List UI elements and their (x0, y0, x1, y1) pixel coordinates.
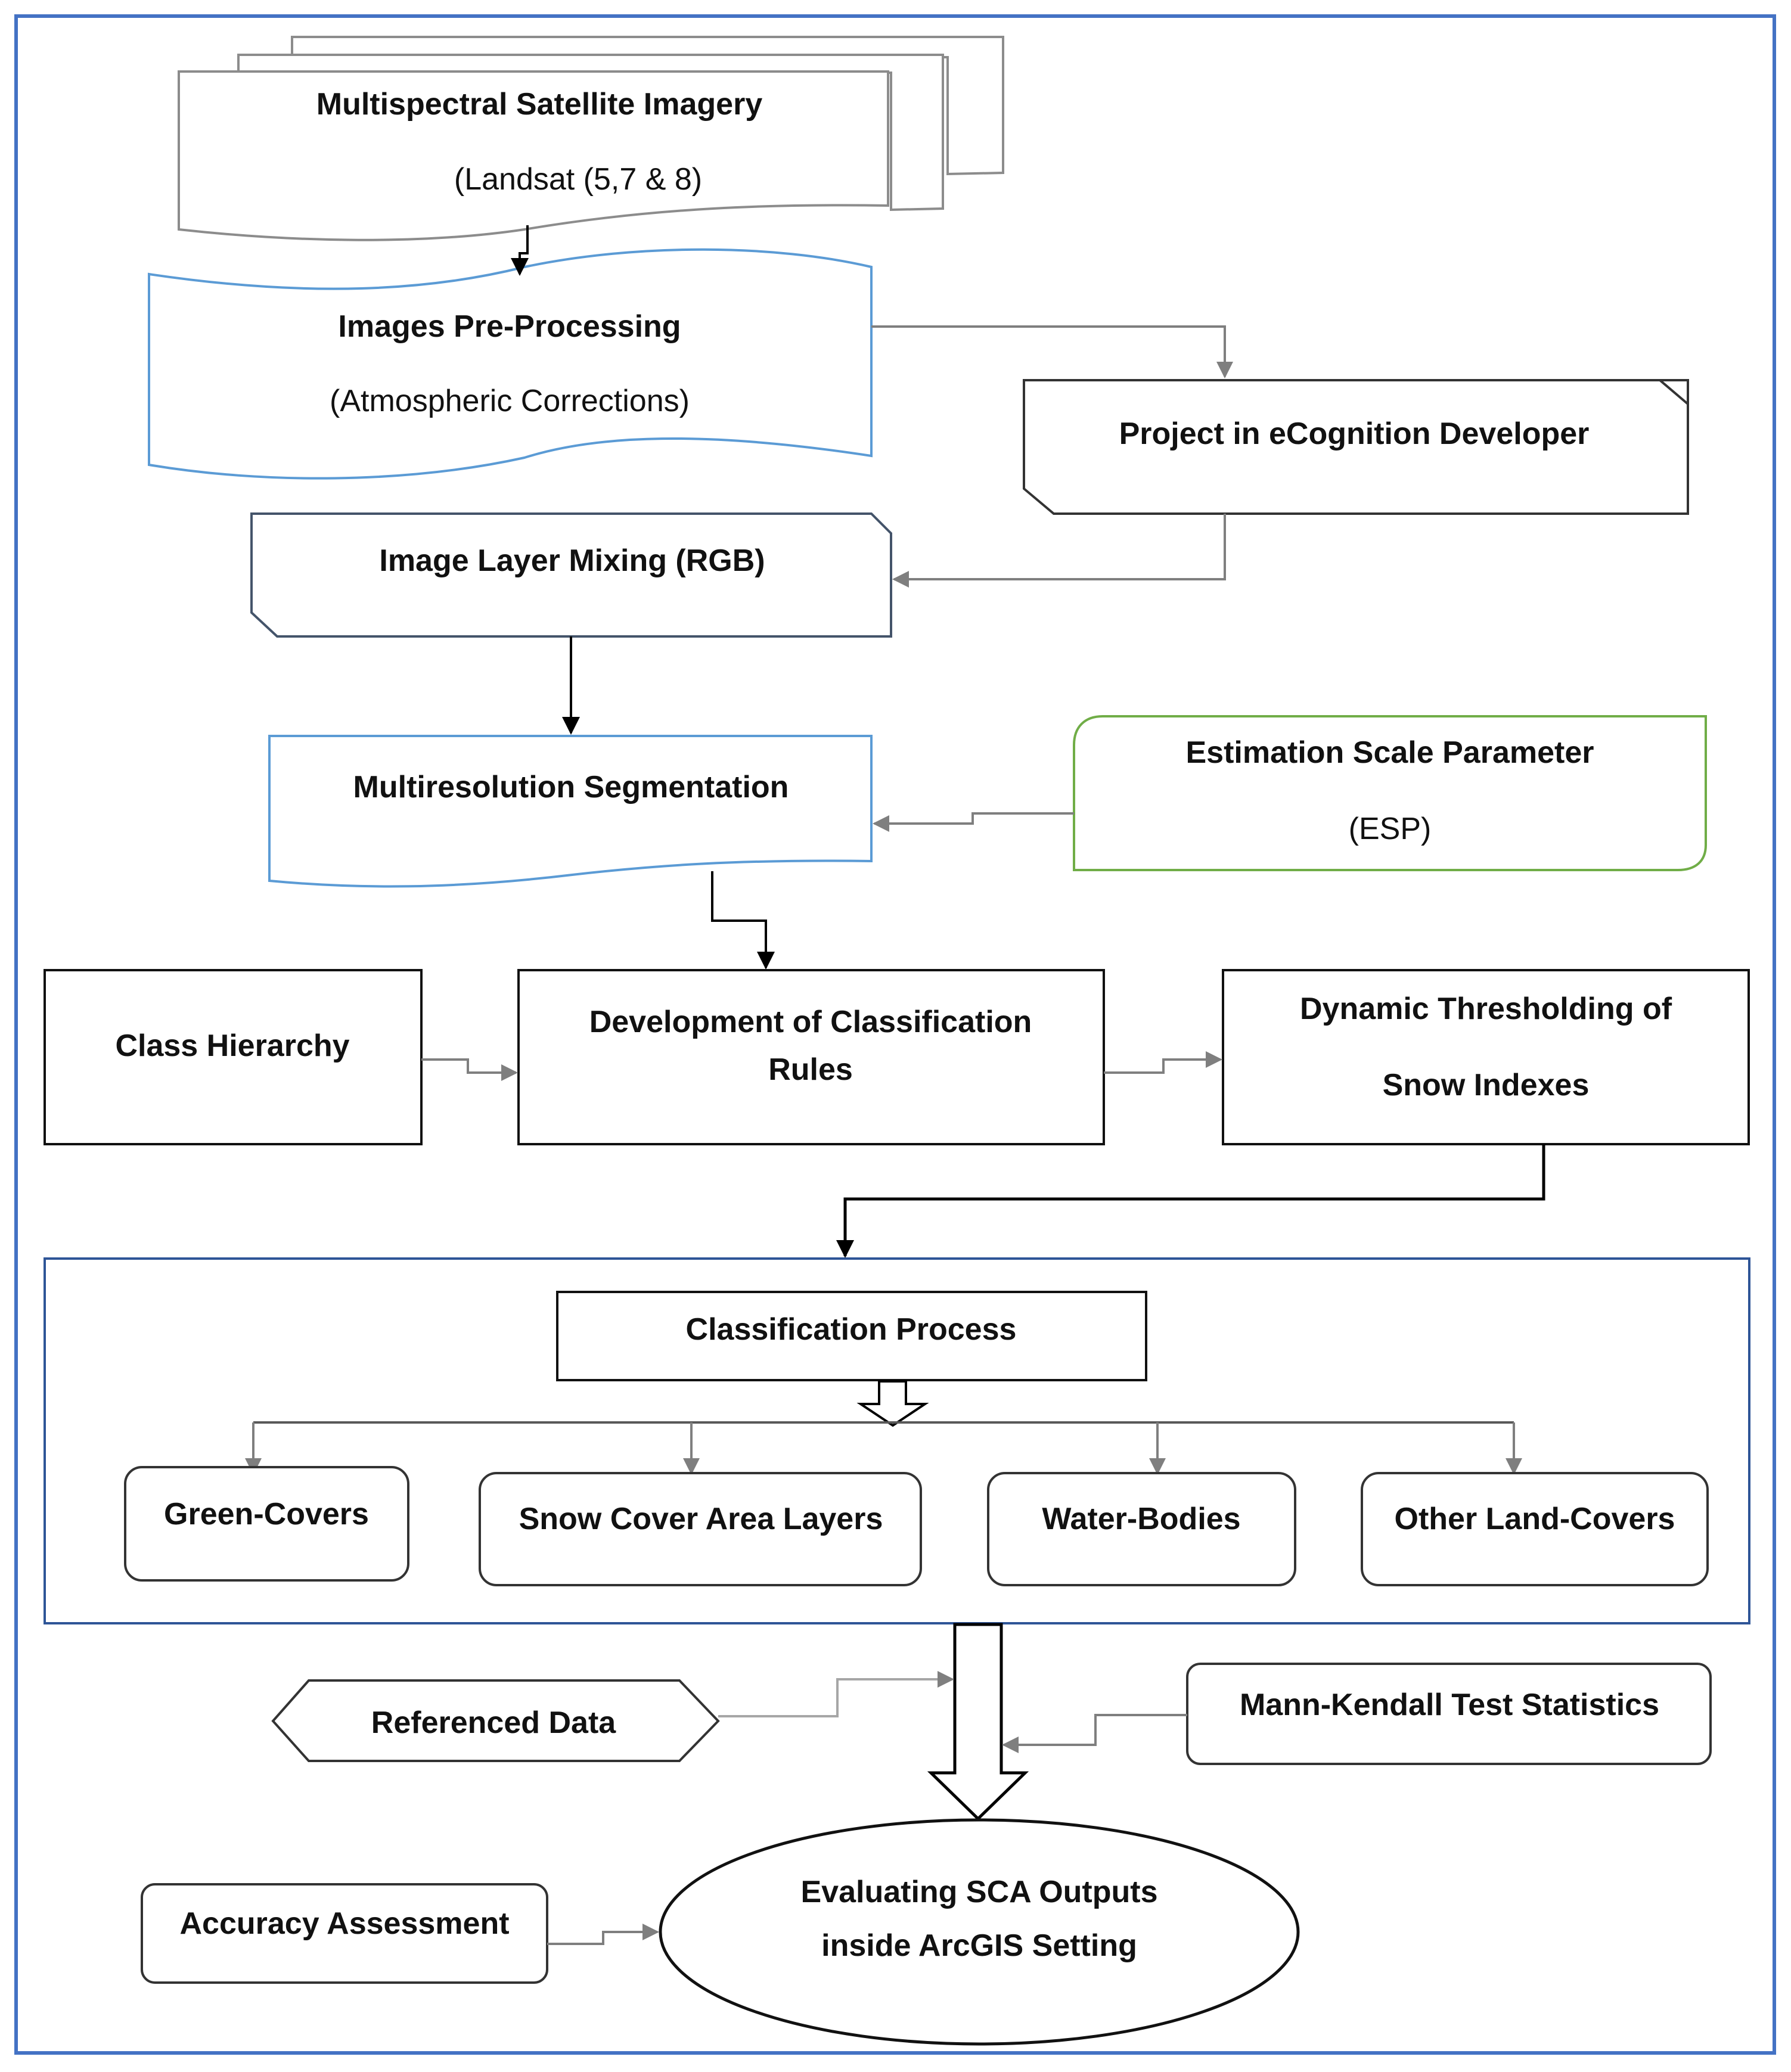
node-referenced-data: Referenced Data (271, 1679, 720, 1762)
imagery-title: Multispectral Satellite Imagery (316, 87, 763, 122)
evaluating-line1: Evaluating SCA Outputs (801, 1875, 1158, 1909)
node-esp: Estimation Scale Parameter (ESP) (1073, 715, 1707, 871)
node-thresholding: Dynamic Thresholding of Snow Indexes (1222, 969, 1750, 1145)
mann-kendall-title: Mann-Kendall Test Statistics (1240, 1688, 1659, 1722)
node-imagery: Multispectral Satellite Imagery (Landsat… (178, 36, 1004, 241)
thresholding-line2: Snow Indexes (1383, 1068, 1590, 1102)
classification-rules-line2: Rules (768, 1052, 853, 1087)
node-accuracy: Accuracy Assessment (141, 1883, 548, 1984)
other-land-title: Other Land-Covers (1395, 1502, 1675, 1536)
connector-accuracy-to-evaluation (547, 1924, 659, 1945)
connector-ecognition-to-layer-mixing (892, 514, 1226, 588)
ecognition-title: Project in eCognition Developer (1119, 417, 1590, 451)
connector-hierarchy-to-rules (421, 1058, 518, 1081)
connector-mann-kendall-to-evaluation (1002, 1714, 1187, 1753)
snow-cover-title: Snow Cover Area Layers (519, 1502, 883, 1536)
hollow-arrow-large (927, 1623, 1029, 1821)
preprocessing-subtitle: (Atmospheric Corrections) (330, 384, 690, 418)
thresholding-line1: Dynamic Thresholding of (1300, 992, 1672, 1026)
layer-mixing-title: Image Layer Mixing (RGB) (379, 543, 765, 578)
preprocessing-title: Images Pre-Processing (338, 309, 681, 344)
classification-group-frame (44, 1257, 1750, 1624)
accuracy-title: Accuracy Assessment (179, 1906, 509, 1941)
node-preprocessing: Images Pre-Processing (Atmospheric Corre… (148, 248, 873, 480)
node-mann-kendall: Mann-Kendall Test Statistics (1186, 1663, 1712, 1765)
node-classification-rules: Development of Classification Rules (517, 969, 1105, 1145)
referenced-data-title: Referenced Data (371, 1706, 616, 1740)
imagery-subtitle: (Landsat (5,7 & 8) (454, 162, 702, 197)
connector-segmentation-to-rules (711, 871, 775, 970)
evaluating-line2: inside ArcGIS Setting (821, 1928, 1137, 1963)
node-other-land: Other Land-Covers (1361, 1472, 1709, 1586)
class-hierarchy-title: Class Hierarchy (115, 1029, 349, 1063)
connector-preprocessing-to-ecognition (871, 325, 1233, 378)
green-covers-title: Green-Covers (164, 1497, 369, 1532)
esp-subtitle: (ESP) (1349, 812, 1432, 846)
classification-rules-line1: Development of Classification (589, 1005, 1032, 1039)
connector-referenced-to-evaluation (718, 1671, 954, 1717)
node-water-bodies: Water-Bodies (987, 1472, 1296, 1586)
connector-imagery-to-preprocessing (511, 225, 529, 276)
node-class-hierarchy: Class Hierarchy (44, 969, 423, 1145)
node-ecognition: Project in eCognition Developer (1023, 379, 1689, 515)
connector-rules-to-thresholding (1104, 1051, 1222, 1074)
node-layer-mixing: Image Layer Mixing (RGB) (250, 512, 892, 638)
node-green-covers: Green-Covers (124, 1466, 409, 1582)
esp-title: Estimation Scale Parameter (1186, 735, 1594, 770)
connector-thresholding-to-group (836, 1144, 1545, 1258)
segmentation-title: Multiresolution Segmentation (353, 770, 789, 804)
outer-frame (14, 14, 1776, 2055)
connector-esp-to-segmentation (873, 812, 1074, 832)
node-classification-process: Classification Process (556, 1291, 1147, 1381)
node-segmentation: Multiresolution Segmentation (268, 735, 873, 888)
hollow-arrow-small (856, 1380, 929, 1427)
classification-process-title: Classification Process (686, 1312, 1017, 1347)
water-bodies-title: Water-Bodies (1042, 1502, 1240, 1536)
node-evaluating: Evaluating SCA Outputs inside ArcGIS Set… (659, 1818, 1300, 2046)
node-snow-cover: Snow Cover Area Layers (479, 1472, 922, 1586)
